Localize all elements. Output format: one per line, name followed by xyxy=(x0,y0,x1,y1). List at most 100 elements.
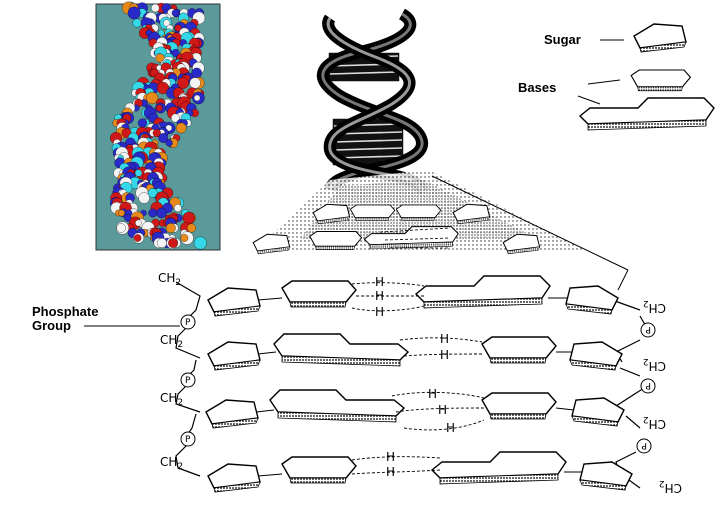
left-backbone xyxy=(175,281,201,477)
sugar-pentagon xyxy=(207,463,261,493)
right-ch2-1: CH2 xyxy=(643,298,666,315)
svg-text:P: P xyxy=(185,376,191,386)
right-ch2-2: CH2 xyxy=(643,356,666,373)
svg-text:P: P xyxy=(645,380,651,390)
base-pair-row-2 xyxy=(207,333,623,371)
hydrogen-bonds xyxy=(351,282,485,475)
base-small xyxy=(281,456,357,484)
sugar-pentagon xyxy=(207,287,261,317)
base-large xyxy=(431,451,567,485)
h-label: H xyxy=(375,305,384,319)
left-ch2-3: CH2 xyxy=(160,391,183,408)
atom-sphere xyxy=(173,204,182,212)
base-large xyxy=(415,275,551,309)
atom-sphere xyxy=(127,6,141,20)
base-small xyxy=(481,392,557,420)
h-label: H xyxy=(446,421,455,435)
base-legend-large-shape xyxy=(579,97,715,131)
atom-sphere xyxy=(133,234,142,242)
base-legend-small-shape xyxy=(630,69,691,92)
atom-sphere xyxy=(156,81,170,95)
h-label: H xyxy=(386,465,395,479)
left-ch2-1: CH2 xyxy=(158,271,181,288)
left-ch2-4: CH2 xyxy=(160,455,183,472)
atom-sphere xyxy=(147,188,158,198)
atom-sphere xyxy=(158,29,165,37)
sugar-legend-shape xyxy=(633,23,687,53)
phosphate-circles-right: P P P xyxy=(636,322,656,454)
sugar-label: Sugar xyxy=(544,32,581,47)
h-label: H xyxy=(438,403,447,417)
base-pair-row-3 xyxy=(205,389,625,429)
sugar-pentagon xyxy=(579,461,633,491)
atom-sphere xyxy=(134,169,143,177)
h-label: H xyxy=(440,348,449,362)
atom-sphere xyxy=(163,19,171,27)
atom-sphere xyxy=(193,236,207,250)
sugar-pentagon xyxy=(565,285,619,315)
atom-sphere xyxy=(180,234,189,242)
atom-sphere xyxy=(155,53,165,63)
atom-sphere xyxy=(137,118,148,128)
svg-text:P: P xyxy=(641,440,647,450)
atom-sphere xyxy=(156,207,167,219)
base-small xyxy=(481,336,557,364)
sugar-pentagon xyxy=(569,341,623,371)
svg-text:P: P xyxy=(185,435,191,445)
h-label: H xyxy=(440,332,449,346)
atom-sphere xyxy=(132,18,142,28)
h-label: H xyxy=(375,289,384,303)
atom-sphere xyxy=(193,94,201,102)
phosphate-circle: P xyxy=(180,314,196,330)
atom-sphere xyxy=(165,139,173,147)
svg-text:P: P xyxy=(645,324,651,334)
phosphate-group-label: Phosphate Group xyxy=(32,304,180,333)
h-label: H xyxy=(386,450,395,464)
atom-sphere xyxy=(146,91,159,105)
atom-sphere xyxy=(118,209,125,217)
svg-text:P: P xyxy=(185,318,191,328)
atom-sphere xyxy=(171,9,180,17)
right-ch2-labels: CH2 CH2 CH2 CH2 xyxy=(643,298,682,495)
svg-text:Phosphate: Phosphate xyxy=(32,304,98,319)
right-ch2-4: CH2 xyxy=(659,478,682,495)
dna-double-helix-ribbon xyxy=(252,8,629,291)
atom-sphere xyxy=(171,113,180,123)
atom-sphere xyxy=(156,238,167,248)
base-large xyxy=(269,389,405,423)
h-label: H xyxy=(375,275,384,289)
bases-label: Bases xyxy=(518,80,556,95)
atom-sphere xyxy=(165,223,176,233)
atom-sphere xyxy=(168,238,178,248)
left-ch2-2: CH2 xyxy=(160,333,183,350)
hydrogen-bond-labels: H H H H H H H H H H xyxy=(375,275,455,479)
phosphate-circle: P xyxy=(180,431,196,447)
atom-sphere xyxy=(189,77,201,89)
svg-text:Group: Group xyxy=(32,318,71,333)
right-ch2-3: CH2 xyxy=(643,414,666,431)
atom-sphere xyxy=(135,219,142,227)
atom-sphere xyxy=(177,77,189,89)
atom-sphere xyxy=(116,223,126,233)
phosphate-circles-left: P P P xyxy=(180,314,196,447)
sugar-pentagon xyxy=(207,341,261,371)
phosphate-circle: P xyxy=(180,372,196,388)
atom-sphere xyxy=(158,133,169,143)
legend: Sugar Bases xyxy=(518,23,715,131)
base-pair-row-1 xyxy=(207,275,619,317)
atom-sphere xyxy=(151,3,160,13)
phosphate-circle: P xyxy=(636,438,652,454)
atom-sphere xyxy=(138,192,150,204)
dna-space-filling-model xyxy=(95,1,221,251)
base-large xyxy=(273,333,409,367)
atom-sphere xyxy=(148,208,158,218)
atom-sphere xyxy=(174,24,182,32)
phosphate-circle: P xyxy=(640,322,656,338)
left-ch2-labels: CH2 CH2 CH2 CH2 xyxy=(158,271,183,472)
atom-sphere xyxy=(152,128,161,138)
atom-sphere xyxy=(175,122,187,134)
atom-sphere xyxy=(155,104,163,112)
atom-sphere xyxy=(187,223,196,233)
atom-sphere xyxy=(182,211,195,225)
